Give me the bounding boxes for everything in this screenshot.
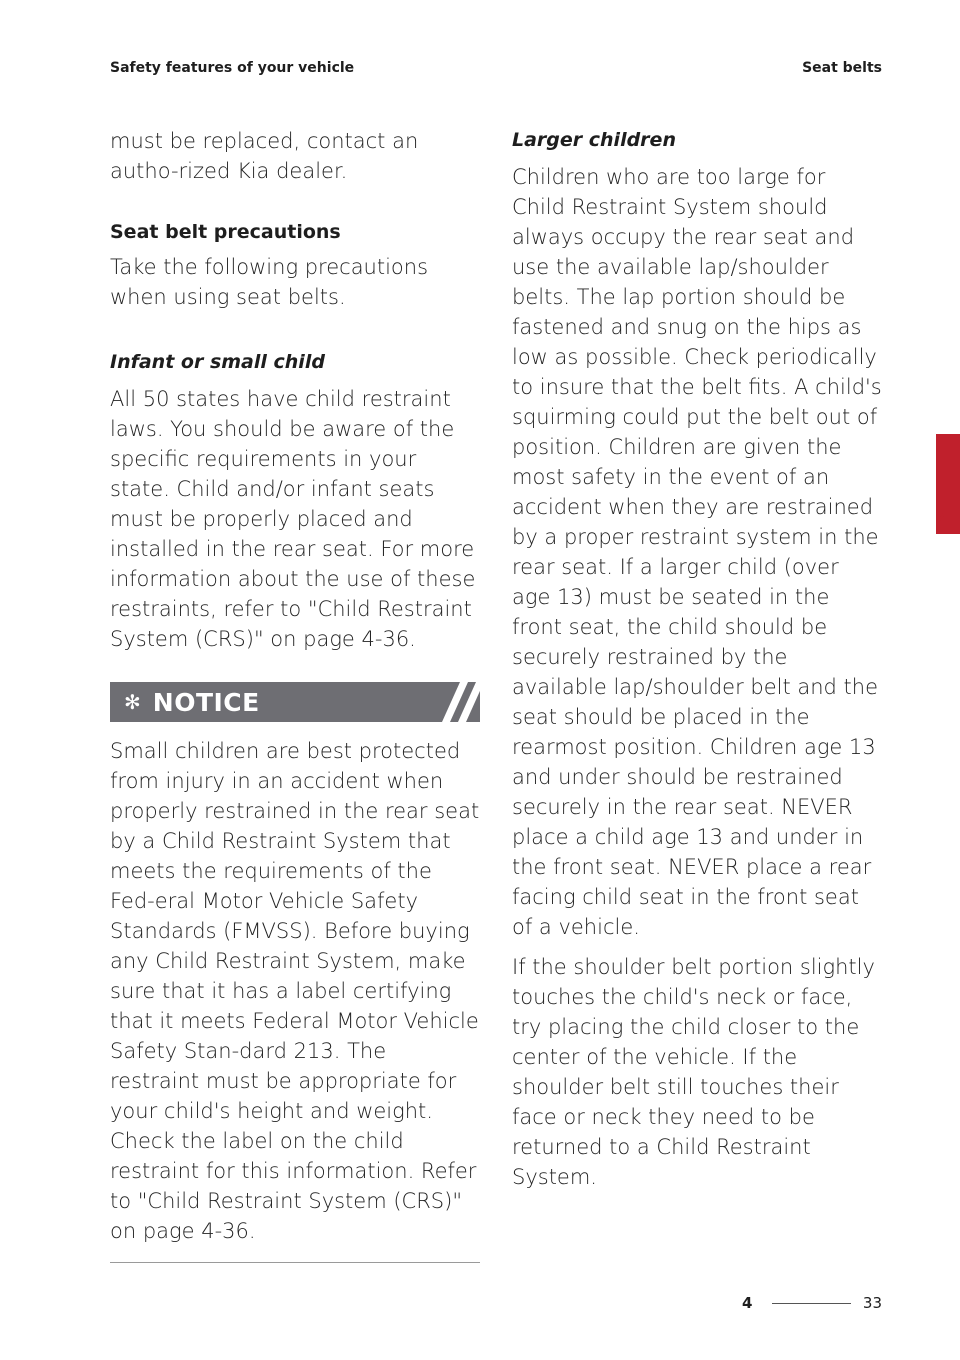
intro-paragraph: must be replaced, contact an autho-rized… — [110, 129, 419, 183]
footer-chapter: 4 — [742, 1294, 753, 1312]
infant-heading: Infant or small child — [110, 351, 325, 373]
infant-paragraph: All 50 states have child restraint laws.… — [110, 387, 476, 651]
header-topic-title: Seat belts — [802, 60, 882, 76]
header-section-title: Safety features of your vehicle — [110, 60, 355, 76]
notice-banner: ✻ NOTICE — [110, 682, 480, 722]
asterisk-icon: ✻ — [124, 690, 141, 714]
left-column: must be replaced, contact an autho-rized… — [110, 126, 480, 1263]
page-footer: 4 33 — [742, 1292, 882, 1314]
chapter-tab — [936, 434, 960, 534]
diagonal-stripes-icon — [442, 682, 480, 722]
notice-end-rule — [110, 1262, 480, 1263]
larger-children-paragraph-2: If the shoulder belt portion slightly to… — [512, 955, 875, 1189]
notice-title: NOTICE — [152, 687, 260, 717]
notice-paragraph: Small children are best protected from i… — [110, 739, 480, 1243]
larger-children-heading: Larger children — [512, 129, 676, 151]
footer-divider — [772, 1302, 851, 1304]
chapter-tab-number: 4 — [937, 510, 950, 531]
precautions-paragraph: Take the following precautions when usin… — [110, 255, 429, 309]
footer-page-number: 33 — [862, 1294, 882, 1312]
precautions-heading: Seat belt precautions — [110, 221, 341, 243]
larger-children-paragraph-1: Children who are too large for Child Res… — [512, 165, 882, 939]
right-column: Larger children Children who are too lar… — [512, 126, 882, 1192]
